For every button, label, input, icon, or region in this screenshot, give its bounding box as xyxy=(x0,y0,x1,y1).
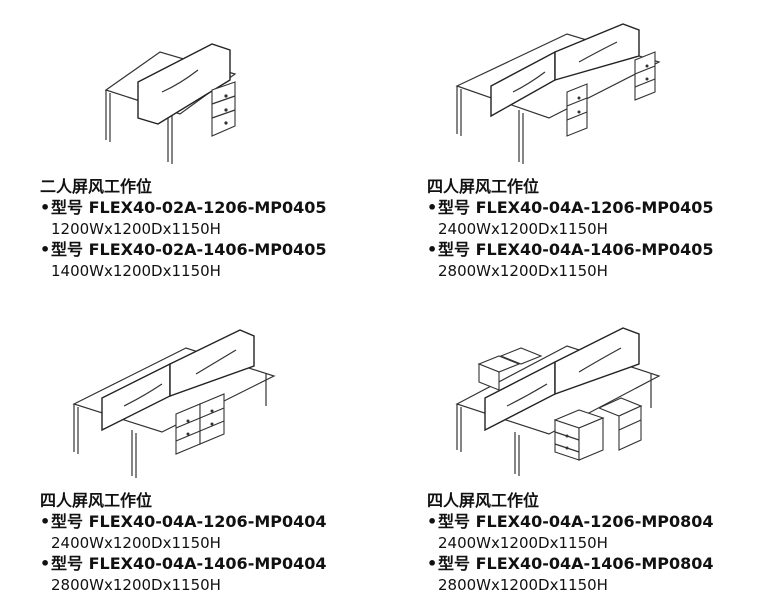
product-text: 四人屏风工作位 •型号 FLEX40-04A-1206-MP0404 2400W… xyxy=(40,491,327,595)
model-number: 型号 FLEX40-02A-1406-MP0405 xyxy=(51,240,327,259)
model-number: 型号 FLEX40-04A-1406-MP0404 xyxy=(51,554,327,573)
model-entry: •型号 FLEX40-04A-1406-MP0405 2800Wx1200Dx1… xyxy=(427,239,714,281)
product-text: 二人屏风工作位 •型号 FLEX40-02A-1206-MP0405 1200W… xyxy=(40,177,327,281)
model-entry: •型号 FLEX40-04A-1406-MP0404 2800Wx1200Dx1… xyxy=(40,553,327,595)
product-text: 四人屏风工作位 •型号 FLEX40-04A-1206-MP0405 2400W… xyxy=(427,177,714,281)
product-cell-4: 四人屏风工作位 •型号 FLEX40-04A-1206-MP0804 2400W… xyxy=(427,308,768,608)
dimensions: 2400Wx1200Dx1150H xyxy=(438,220,608,238)
bullet: • xyxy=(40,554,51,573)
product-cell-2: 四人屏风工作位 •型号 FLEX40-04A-1206-MP0405 2400W… xyxy=(427,22,768,322)
product-cell-3: 四人屏风工作位 •型号 FLEX40-04A-1206-MP0404 2400W… xyxy=(40,308,400,608)
model-number: 型号 FLEX40-04A-1206-MP0405 xyxy=(438,198,714,217)
model-entry: •型号 FLEX40-02A-1406-MP0405 1400Wx1200Dx1… xyxy=(40,239,327,281)
product-cell-1: 二人屏风工作位 •型号 FLEX40-02A-1206-MP0405 1200W… xyxy=(40,22,400,322)
product-title: 四人屏风工作位 xyxy=(427,491,540,510)
product-text: 四人屏风工作位 •型号 FLEX40-04A-1206-MP0804 2400W… xyxy=(427,491,714,595)
bullet: • xyxy=(40,198,51,217)
dimensions: 2800Wx1200Dx1150H xyxy=(438,262,608,280)
product-title: 四人屏风工作位 xyxy=(40,491,153,510)
model-entry: •型号 FLEX40-04A-1406-MP0804 2800Wx1200Dx1… xyxy=(427,553,714,595)
model-entry: •型号 FLEX40-04A-1206-MP0804 2400Wx1200Dx1… xyxy=(427,511,714,553)
workstation-illustration xyxy=(40,22,400,192)
dimensions: 1200Wx1200Dx1150H xyxy=(51,220,221,238)
dimensions: 1400Wx1200Dx1150H xyxy=(51,262,221,280)
product-title: 四人屏风工作位 xyxy=(427,177,540,196)
model-entry: •型号 FLEX40-02A-1206-MP0405 1200Wx1200Dx1… xyxy=(40,197,327,239)
bullet: • xyxy=(40,240,51,259)
workstation-illustration xyxy=(427,22,768,192)
model-number: 型号 FLEX40-04A-1406-MP0405 xyxy=(438,240,714,259)
product-title: 二人屏风工作位 xyxy=(40,177,153,196)
model-entry: •型号 FLEX40-04A-1206-MP0405 2400Wx1200Dx1… xyxy=(427,197,714,239)
model-entry: •型号 FLEX40-04A-1206-MP0404 2400Wx1200Dx1… xyxy=(40,511,327,553)
dimensions: 2400Wx1200Dx1150H xyxy=(438,534,608,552)
dimensions: 2800Wx1200Dx1150H xyxy=(438,576,608,594)
model-number: 型号 FLEX40-04A-1206-MP0804 xyxy=(438,512,714,531)
workstation-illustration xyxy=(40,308,400,478)
model-number: 型号 FLEX40-04A-1406-MP0804 xyxy=(438,554,714,573)
bullet: • xyxy=(427,554,438,573)
bullet: • xyxy=(427,198,438,217)
workstation-illustration xyxy=(427,308,768,478)
bullet: • xyxy=(427,240,438,259)
bullet: • xyxy=(40,512,51,531)
model-number: 型号 FLEX40-04A-1206-MP0404 xyxy=(51,512,327,531)
model-number: 型号 FLEX40-02A-1206-MP0405 xyxy=(51,198,327,217)
bullet: • xyxy=(427,512,438,531)
dimensions: 2400Wx1200Dx1150H xyxy=(51,534,221,552)
dimensions: 2800Wx1200Dx1150H xyxy=(51,576,221,594)
